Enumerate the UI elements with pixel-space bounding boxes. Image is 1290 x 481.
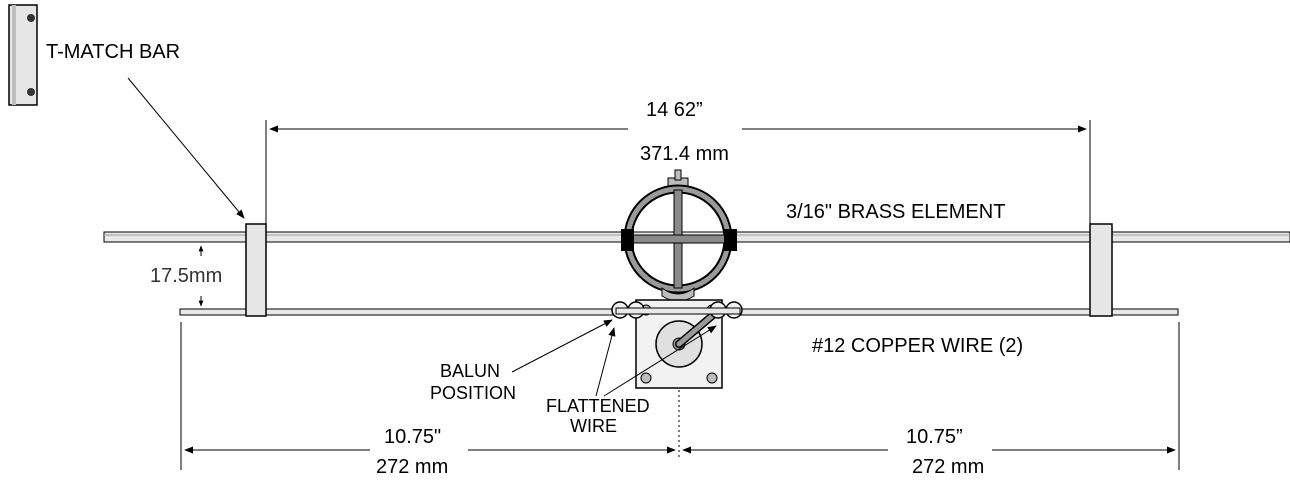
balun-pointer: [511, 319, 613, 373]
element-label: 3/16" BRASS ELEMENT: [786, 201, 1005, 223]
boom-clamp: [621, 169, 737, 302]
flattened-label-line2: WIRE: [570, 416, 617, 436]
flattened-label-line1: FLATTENED: [546, 396, 650, 416]
t-match-pointer: [127, 77, 245, 219]
balun-label-line1: BALUN: [440, 361, 500, 381]
overall-length-mm: 371.4 mm: [640, 143, 729, 165]
balun-label-line2: POSITION: [430, 383, 516, 403]
flattened-pointer-right: [603, 325, 717, 397]
overall-length-in: 14 62”: [646, 99, 703, 121]
flattened-pointer-left: [595, 327, 616, 397]
t-match-bar-right: [1089, 223, 1113, 317]
left-length-in: 10.75": [384, 426, 441, 448]
right-length-in: 10.75”: [906, 426, 963, 448]
t-match-bar-icon: [8, 4, 38, 106]
left-length-mm: 272 mm: [376, 456, 448, 478]
t-match-bar-left: [245, 223, 267, 317]
copper-wire-label: #12 COPPER WIRE (2): [812, 335, 1023, 357]
t-match-bar-label: T-MATCH BAR: [46, 41, 180, 63]
right-length-mm: 272 mm: [912, 456, 984, 478]
wire-loops: [611, 301, 743, 319]
spacing-label: 17.5mm: [150, 265, 222, 287]
